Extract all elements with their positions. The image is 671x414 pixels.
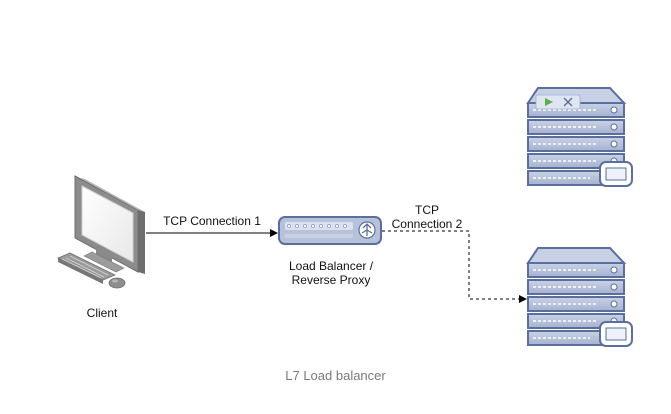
- client-label: Client: [86, 306, 118, 320]
- client-computer-icon: [57, 175, 145, 289]
- play-close-overlay-icon: [535, 94, 581, 110]
- tcp-connection-1-label: TCP Connection 1: [163, 214, 261, 228]
- load-balancer-label-line2: Reverse Proxy: [291, 273, 371, 287]
- load-balancer-icon: [278, 216, 382, 245]
- server-bottom-icon: [526, 247, 633, 347]
- tcp-connection-2-label-line1: TCP: [415, 203, 439, 217]
- diagram-caption: L7 Load balancer: [285, 368, 386, 383]
- load-balancer-label-line1: Load Balancer /: [288, 259, 374, 273]
- tcp-connection-2-arrow: [382, 230, 527, 303]
- tcp-connection-2-label-line2: Connection 2: [391, 217, 463, 231]
- server-top-icon: [526, 87, 633, 187]
